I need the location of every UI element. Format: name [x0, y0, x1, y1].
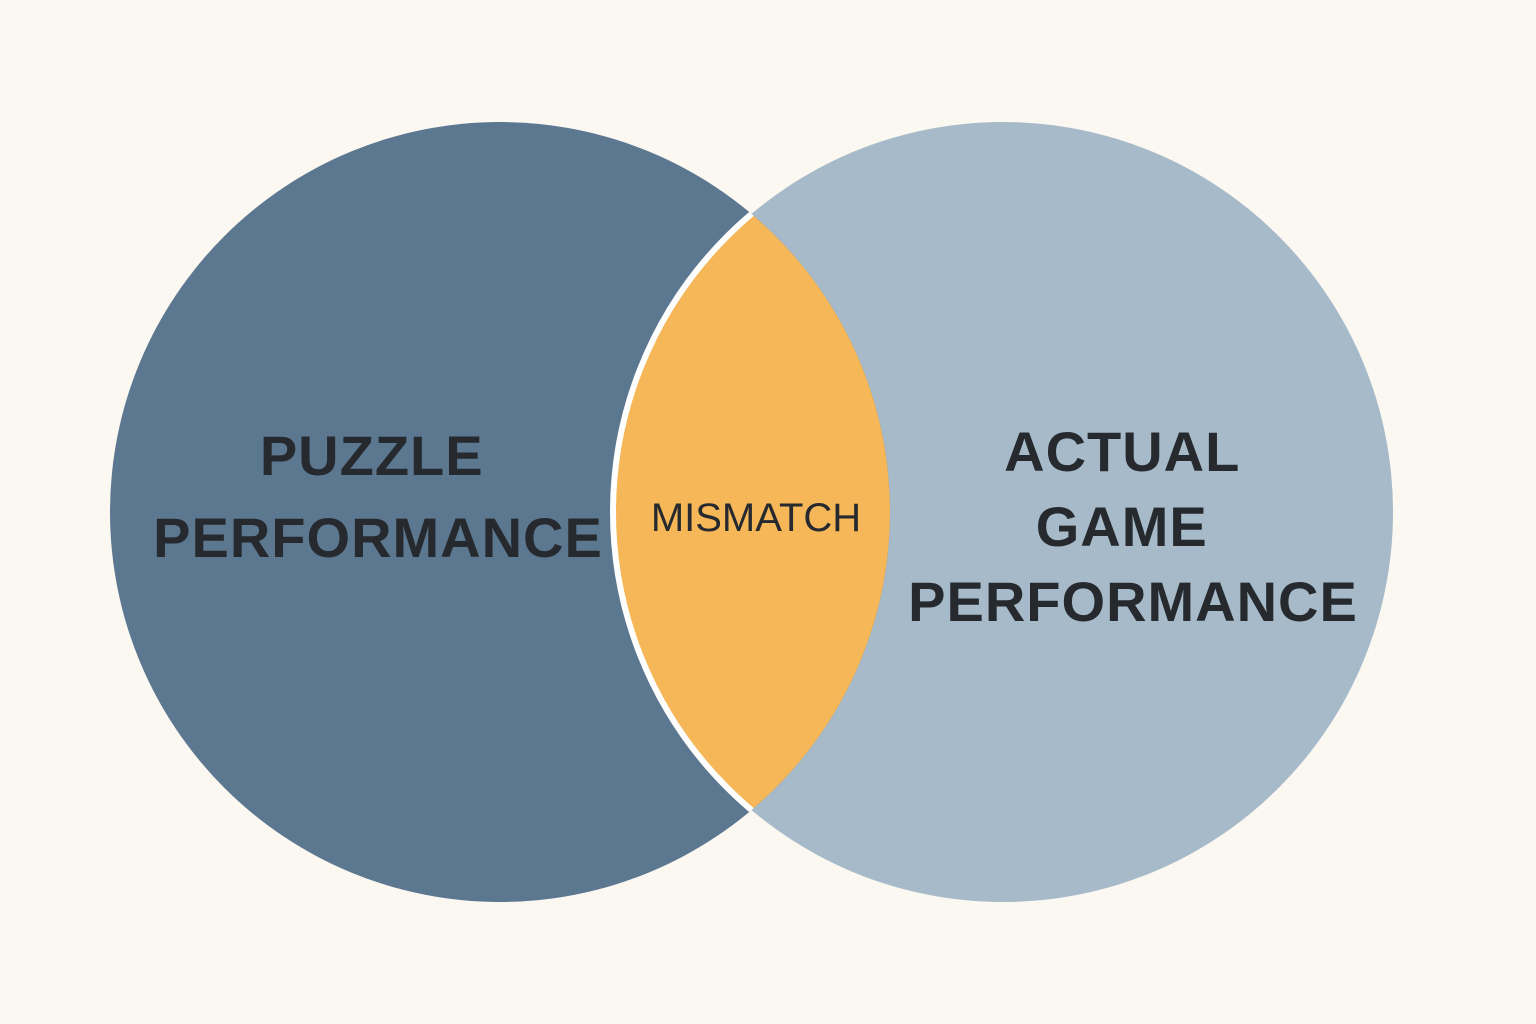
left-label-line-2: PERFORMANCE: [153, 506, 603, 569]
overlap-region: [610, 122, 890, 902]
left-circle-label: PUZZLE PERFORMANCE: [153, 424, 603, 569]
right-label-line-1: ACTUAL: [1004, 420, 1239, 483]
right-label-line-3: PERFORMANCE: [908, 570, 1358, 633]
left-label-line-1: PUZZLE: [260, 424, 484, 487]
right-circle-label: ACTUAL GAME PERFORMANCE: [908, 420, 1358, 633]
overlap-label: MISMATCH: [651, 496, 861, 540]
right-label-line-2: GAME: [1036, 495, 1208, 558]
